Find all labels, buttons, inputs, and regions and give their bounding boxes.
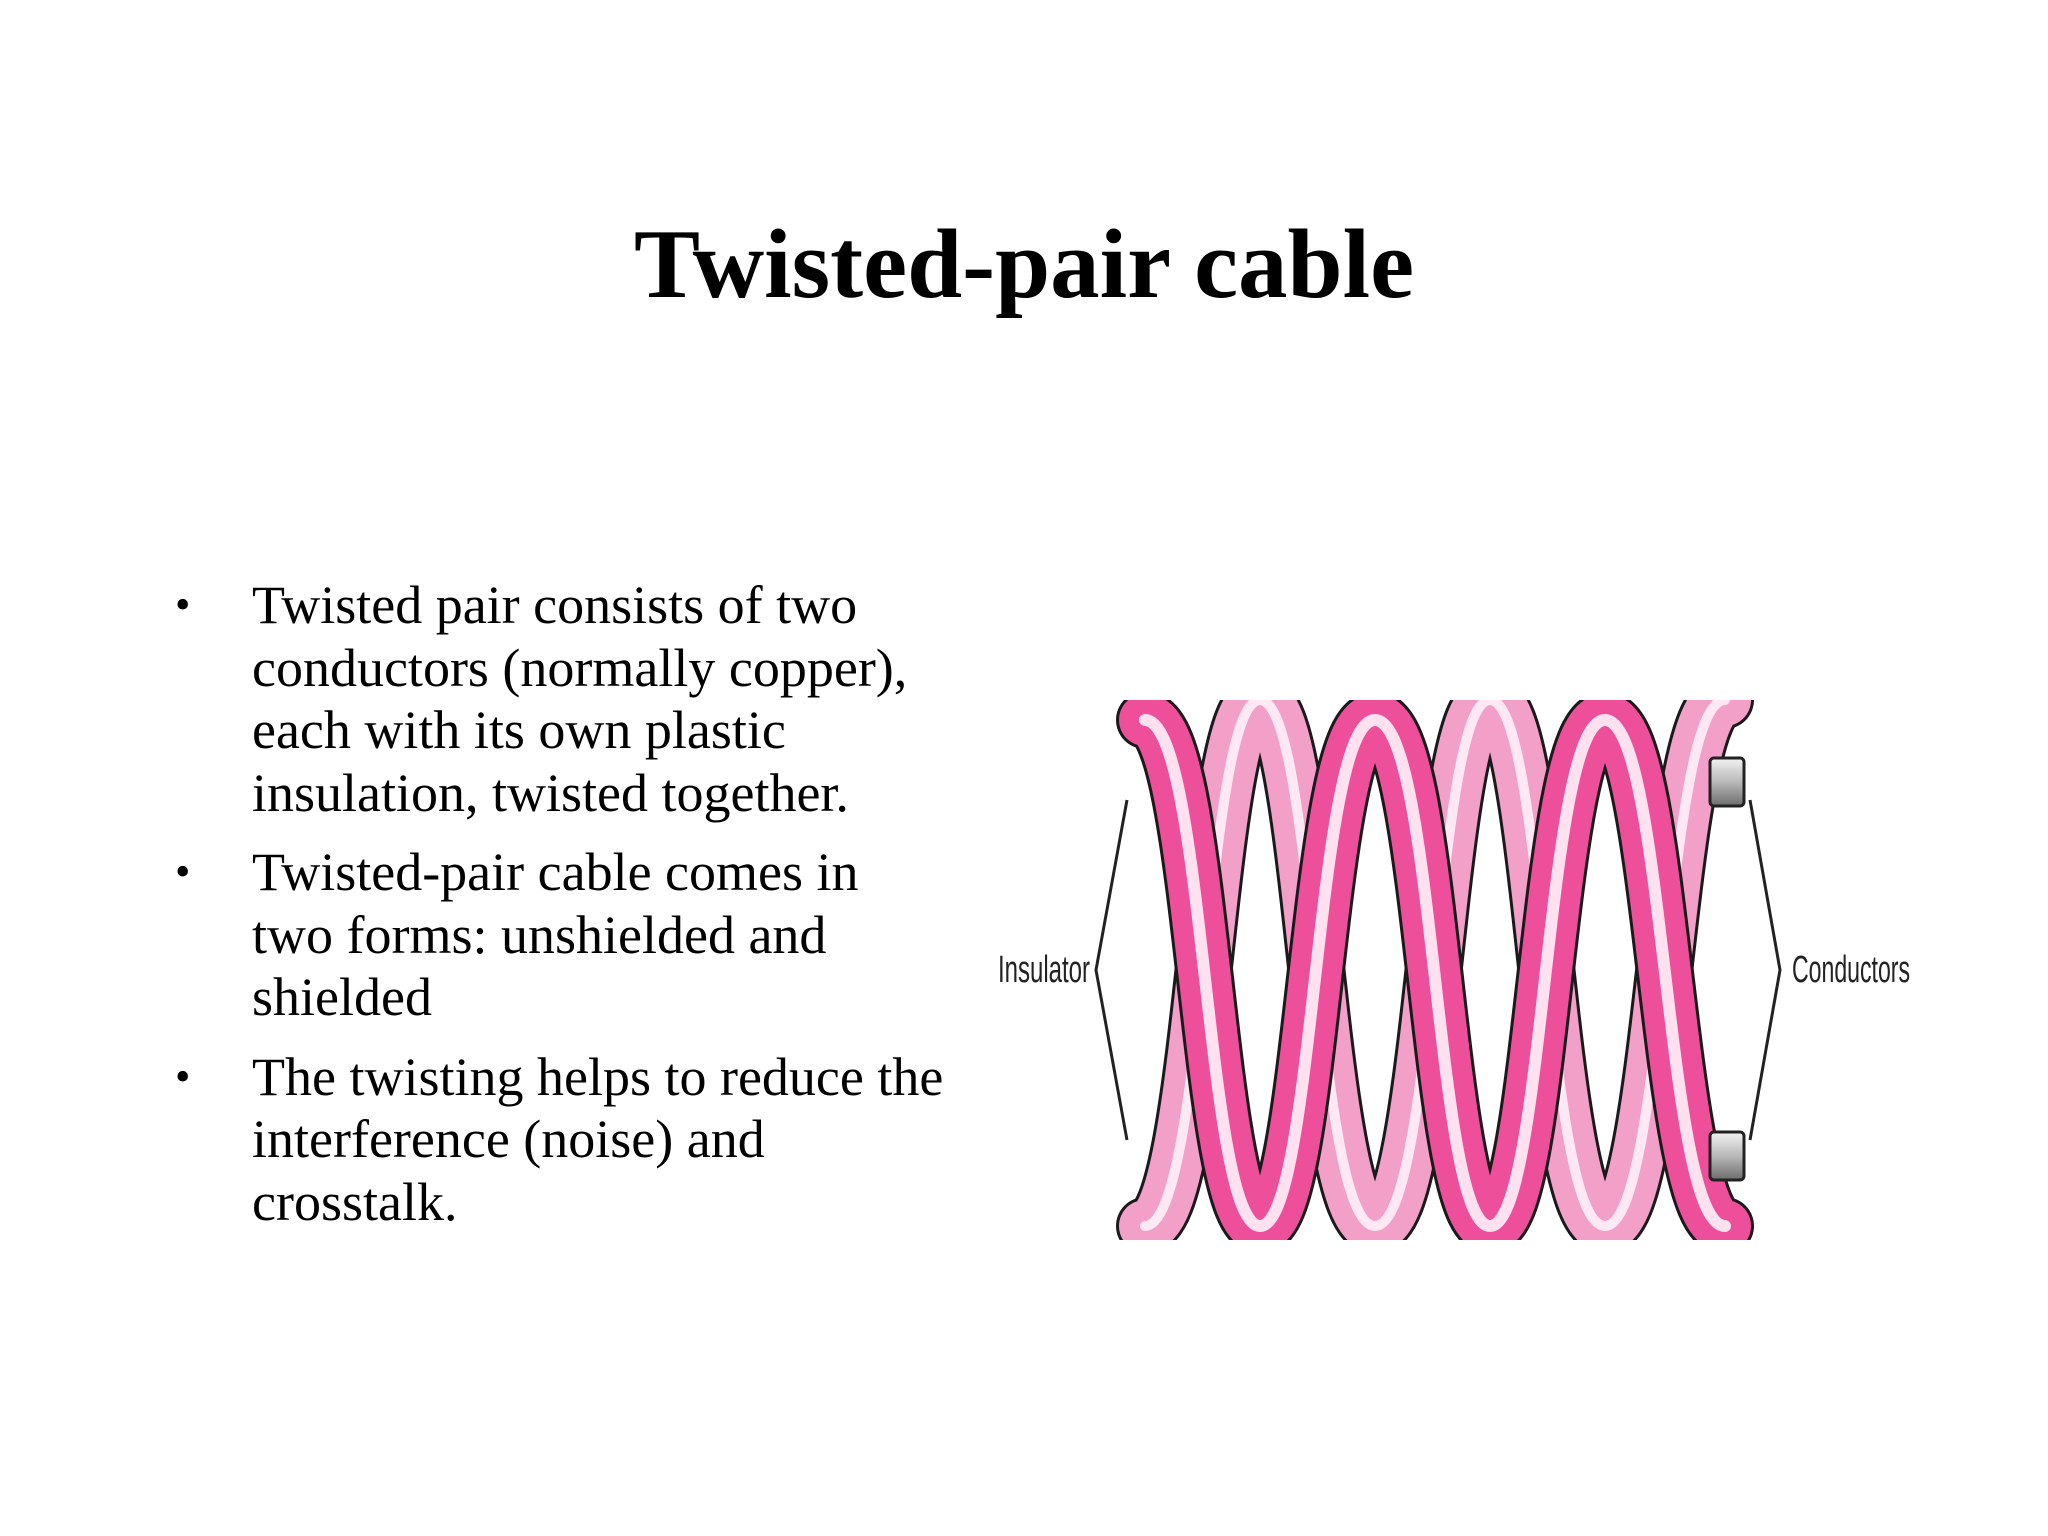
bullet-marker: •: [175, 580, 191, 629]
insulator-label: Insulator: [998, 949, 1090, 991]
bullet-line: crosstalk.: [252, 1171, 458, 1232]
bullet-line: two forms: unshielded and: [252, 904, 827, 965]
conductors-label: Conductors: [1792, 949, 1910, 991]
upper-twisted-wire-highlight: [1139, 714, 1731, 1232]
bullet-line: The twisting helps to reduce the: [252, 1046, 944, 1107]
bullet-line: Twisted-pair cable comes in: [252, 842, 859, 902]
bullet-item: • Twisted pair consists of two conductor…: [175, 574, 1035, 824]
bullet-item: • Twisted-pair cable comes in two forms:…: [175, 841, 1035, 1029]
bullet-marker: •: [175, 1051, 191, 1101]
conductors-bracket: [1748, 799, 1782, 1141]
top-conductor-end: [1708, 756, 1746, 808]
bottom-conductor-end: [1708, 1130, 1746, 1182]
bullet-line: each with its own plastic: [252, 700, 786, 760]
bullet-list: • Twisted pair consists of two conductor…: [175, 574, 1035, 1250]
bullet-line: insulation, twisted together.: [252, 762, 849, 823]
twisted-pair-diagram: Insulator Conductors: [998, 700, 1910, 1240]
bullet-line: shielded: [252, 967, 432, 1027]
bullet-line: interference (noise) and: [252, 1109, 765, 1169]
bullet-item: • The twisting helps to reduce the inter…: [175, 1046, 1035, 1234]
insulator-bracket: [1094, 799, 1129, 1141]
bullet-line: Twisted pair consists of two: [252, 575, 858, 635]
bullet-marker: •: [175, 847, 191, 896]
bullet-line: conductors (normally copper),: [252, 637, 908, 698]
slide-title: Twisted-pair cable: [633, 210, 1415, 319]
